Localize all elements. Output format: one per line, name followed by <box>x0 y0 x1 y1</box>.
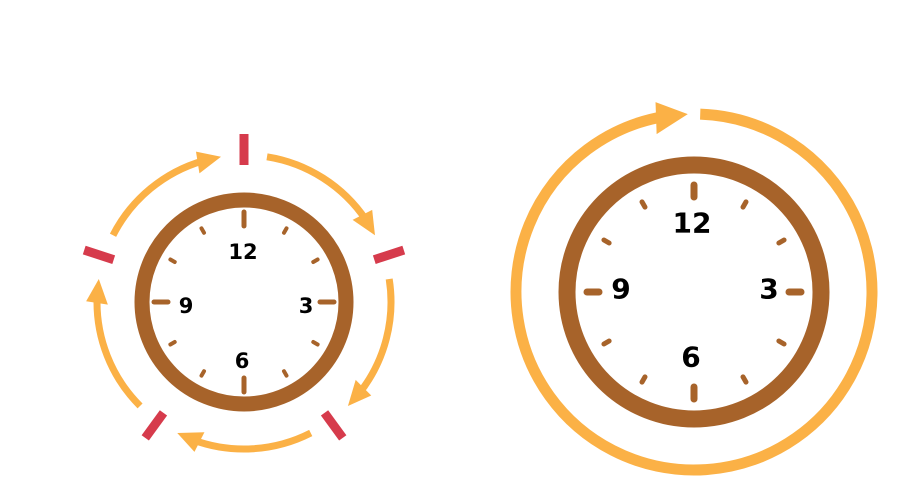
clock-face-rim <box>134 192 354 412</box>
minor-tick <box>168 257 177 264</box>
clock-number-6: 6 <box>681 341 700 374</box>
segment-divider-mark <box>372 245 406 264</box>
cycle-arrow-arc <box>192 429 313 453</box>
segmented-cycle-clock: 12 3 6 9 <box>82 134 406 453</box>
cycle-arrow-ring <box>86 151 395 453</box>
cycle-arrow-arc <box>510 108 878 476</box>
minor-tick <box>740 374 749 385</box>
clock-face-rim <box>558 156 830 428</box>
clock-number-9: 9 <box>179 294 194 318</box>
clock-number-12: 12 <box>673 207 712 240</box>
minor-tick <box>199 226 206 235</box>
cycle-arrowhead <box>177 432 205 452</box>
cycle-arrowhead <box>86 279 108 305</box>
clock-number-12: 12 <box>228 240 257 264</box>
minor-tick <box>601 338 612 347</box>
minor-tick <box>199 369 206 378</box>
cycle-arrowhead <box>195 151 221 174</box>
cycle-arrowhead <box>655 102 688 135</box>
cycle-arrowhead <box>347 379 372 406</box>
minor-tick <box>740 199 749 210</box>
cycle-arrow-arc <box>266 153 369 222</box>
minor-tick <box>601 237 612 246</box>
minor-tick <box>776 338 787 347</box>
segment-divider-mark <box>320 410 347 441</box>
cycle-arrowhead <box>352 209 375 236</box>
cycle-arrow-arc <box>109 157 205 237</box>
minor-tick <box>282 369 289 378</box>
clock-number-6: 6 <box>235 349 250 373</box>
segment-divider-mark <box>82 245 116 264</box>
minor-tick <box>168 340 177 347</box>
segment-divider-mark <box>141 410 168 441</box>
segment-dividers <box>82 134 406 441</box>
clock-tick-marks <box>583 181 805 403</box>
minor-tick <box>311 340 320 347</box>
minor-tick <box>311 257 320 264</box>
cycle-arrow-ring <box>510 102 878 476</box>
minor-tick <box>282 226 289 235</box>
minor-tick <box>639 199 648 210</box>
clock-number-9: 9 <box>611 273 630 306</box>
cycle-arrow-arc <box>357 278 395 395</box>
clock-number-3: 3 <box>759 273 778 306</box>
continuous-cycle-clock: 12 3 6 9 <box>510 102 878 476</box>
cycle-arrow-arc <box>93 296 143 409</box>
minor-tick <box>639 374 648 385</box>
minor-tick <box>776 237 787 246</box>
clock-number-3: 3 <box>299 294 314 318</box>
clock-tick-marks <box>151 209 337 395</box>
